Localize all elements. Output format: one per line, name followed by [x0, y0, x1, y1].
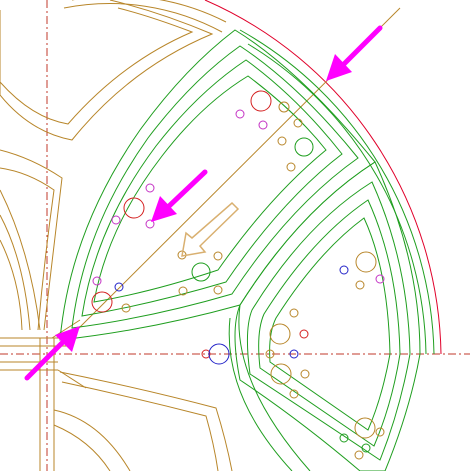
- hole-brown-center-2: [265, 349, 275, 359]
- hole-brown-top-3: [277, 136, 287, 146]
- hole-brown-mid-4: [213, 285, 223, 295]
- hole-magenta-right: [375, 274, 385, 284]
- hole-red-centerline: [201, 349, 211, 359]
- hole-brown-bottom-1: [375, 427, 385, 437]
- arrow-icon-hole: [151, 169, 208, 222]
- spoke-cutout-top-inner: [0, 7, 194, 125]
- pocket-rim-green-1: [239, 29, 435, 355]
- arrow-icon-rim: [326, 25, 383, 81]
- hole-magenta-top-2: [258, 120, 268, 130]
- hole-brown-mid-3: [178, 286, 188, 296]
- hole-blue-centerline-large: [208, 343, 230, 365]
- spoke-left-edge-3: [0, 239, 23, 331]
- hole-blue-low: [114, 282, 124, 292]
- hole-brown-top-2: [293, 118, 303, 128]
- hole-magenta-mid-2: [111, 215, 121, 225]
- hollow-arrow-icon: [181, 201, 240, 257]
- pocket-rim-green-2: [247, 43, 427, 355]
- hole-red-center: [299, 329, 309, 339]
- pocket-upper-outline-4: [93, 75, 327, 303]
- pocket-lower-outline-3: [258, 199, 401, 447]
- pocket-lower-left-curve-2: [228, 317, 293, 471]
- hole-brown-low: [121, 303, 131, 313]
- spoke-lower-edge-1: [53, 409, 131, 471]
- hole-magenta-mid-1: [145, 183, 155, 193]
- hole-brown-center-large-2: [270, 363, 292, 385]
- hole-brown-right-small: [355, 280, 365, 290]
- hole-brown-center-1: [289, 308, 299, 318]
- spoke-arc-upper-2: [63, 3, 223, 33]
- hole-magenta-mid-3: [145, 219, 155, 229]
- hole-green-mid: [191, 262, 211, 282]
- pocket-lower-left-curve-1: [238, 304, 311, 471]
- pocket-lower-outline-4: [269, 217, 391, 431]
- hole-magenta-low: [92, 276, 102, 286]
- spoke-left-outer: [0, 149, 63, 331]
- hole-green-bottom-2: [361, 443, 371, 453]
- hole-large-red-mid: [123, 197, 145, 219]
- spoke-left-edge-1: [0, 189, 41, 331]
- hole-brown-right-large: [355, 251, 377, 273]
- pocket-upper-outline-2: [71, 45, 359, 329]
- arrow-icon-hub: [24, 326, 80, 381]
- hole-large-red-top: [250, 90, 272, 112]
- hole-brown-top-4: [286, 162, 296, 172]
- spoke-cutout-top-outer: [0, 0, 214, 141]
- hole-brown-center-4: [289, 389, 299, 399]
- hole-brown-mid-2: [213, 251, 223, 261]
- hole-green-top: [294, 137, 314, 157]
- pocket-lower: [228, 161, 421, 471]
- spoke-lower-outer: [59, 371, 233, 471]
- pocket-upper-outline-1: [59, 29, 376, 341]
- hole-large-red-low: [91, 291, 113, 313]
- hole-brown-bottom-2: [354, 450, 364, 460]
- hub-connector-lower: [57, 369, 87, 389]
- hole-blue-right: [339, 265, 349, 275]
- pocket-upper-outline-3: [81, 59, 343, 317]
- callout-arrows: [24, 25, 383, 381]
- spoke-lower-inner: [61, 381, 219, 471]
- pocket-lower-outline-2: [246, 181, 411, 461]
- spoke-arc-upper: [72, 0, 227, 23]
- pocket-upper: [59, 29, 435, 355]
- hole-green-bottom-1: [339, 433, 349, 443]
- hole-brown-top-1: [278, 101, 290, 113]
- hole-magenta-top-1: [235, 109, 245, 119]
- pocket-lower-outline-1: [234, 161, 421, 471]
- wheel-spoke-structure: [0, 0, 233, 471]
- hole-brown-center-large: [269, 323, 291, 345]
- spoke-lower-edge-2: [53, 424, 111, 471]
- hole-brown-bottom-large: [354, 417, 376, 439]
- outer-rim-arc: [204, 0, 442, 355]
- hole-brown-center-3: [300, 369, 310, 379]
- spoke-left-inner: [0, 167, 55, 331]
- hole-blue-center: [289, 349, 299, 359]
- spoke-left-edge-2: [0, 214, 31, 331]
- holes: [91, 90, 385, 460]
